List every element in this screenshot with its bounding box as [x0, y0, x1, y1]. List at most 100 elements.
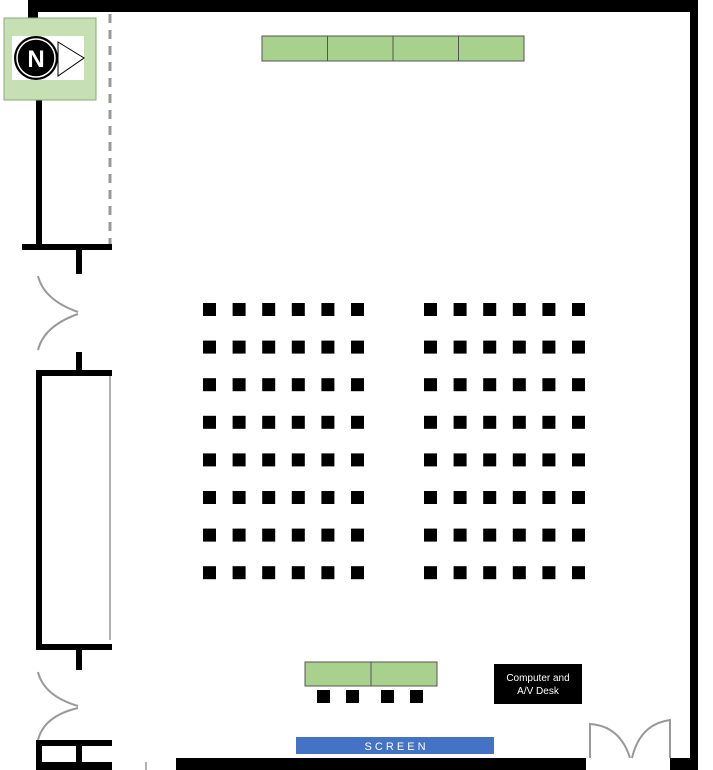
seat	[572, 415, 585, 429]
seat	[512, 566, 526, 580]
door-swing-icon	[589, 722, 631, 759]
seat	[542, 378, 556, 392]
west-wall-ledge-4	[36, 740, 112, 746]
south-wall-post	[350, 758, 356, 770]
seat	[203, 453, 216, 467]
seat	[203, 566, 216, 580]
seat	[572, 528, 585, 542]
seat	[232, 303, 246, 316]
seat	[424, 340, 437, 354]
seat	[232, 453, 246, 467]
seat	[351, 378, 364, 392]
seat	[512, 453, 526, 467]
seat	[321, 528, 335, 542]
seat	[291, 528, 305, 542]
seat	[203, 528, 216, 542]
seat	[203, 415, 216, 429]
door-jamb-3	[76, 650, 82, 670]
room-walls	[22, 0, 698, 770]
top-table-row	[261, 35, 525, 62]
seat	[453, 491, 467, 504]
seat	[512, 303, 526, 316]
seat	[262, 491, 276, 504]
seat	[232, 566, 246, 580]
av-desk: Computer and A/V Desk	[494, 664, 582, 704]
seat	[542, 340, 556, 354]
seat	[512, 378, 526, 392]
seat	[572, 340, 585, 354]
east-wall-upper	[690, 0, 698, 762]
seat	[321, 378, 335, 392]
seat	[453, 566, 467, 580]
seat	[203, 491, 216, 504]
seat	[232, 378, 246, 392]
seat	[351, 453, 364, 467]
seat	[232, 340, 246, 354]
seat	[262, 378, 276, 392]
door-jamb-1	[76, 250, 82, 274]
seat	[291, 491, 305, 504]
seat	[262, 528, 276, 542]
seat	[424, 566, 437, 580]
seat	[424, 491, 437, 504]
seat	[542, 415, 556, 429]
seat	[453, 303, 467, 316]
arrow-triangle-icon	[57, 41, 85, 77]
door-swing-icon	[37, 671, 79, 707]
seat	[262, 453, 276, 467]
seat	[291, 453, 305, 467]
seat	[321, 340, 335, 354]
seat	[483, 378, 497, 392]
right-seat-block	[424, 303, 585, 580]
west-wall-ledge-3	[36, 644, 112, 650]
seat	[453, 528, 467, 542]
west-wall-upper	[36, 100, 42, 250]
table-segment	[370, 661, 438, 687]
table-segment	[458, 35, 525, 62]
door-swing-icon	[631, 718, 671, 759]
south-wall-middle	[176, 758, 586, 770]
seat	[317, 690, 330, 703]
left-seat-block	[203, 303, 364, 580]
west-wall-bottom	[36, 746, 42, 770]
seat	[572, 566, 585, 580]
screen-label: S C R E E N	[364, 741, 425, 753]
front-seat-row	[317, 690, 423, 703]
seat	[203, 303, 216, 316]
seat	[483, 528, 497, 542]
seat	[381, 690, 394, 703]
seat	[262, 340, 276, 354]
seat	[291, 303, 305, 316]
seat	[542, 566, 556, 580]
seat	[512, 340, 526, 354]
av-desk-box	[494, 664, 582, 704]
seat	[572, 453, 585, 467]
seat	[542, 303, 556, 316]
seat	[262, 415, 276, 429]
seat	[291, 566, 305, 580]
seat	[512, 415, 526, 429]
seat	[453, 453, 467, 467]
partition-lines	[108, 14, 147, 770]
seat	[351, 340, 364, 354]
seat	[291, 378, 305, 392]
seat	[424, 303, 437, 316]
west-wall-middle	[36, 370, 42, 650]
seat	[232, 415, 246, 429]
door-swing-icon	[37, 275, 79, 313]
table-segment	[327, 35, 394, 62]
seat	[351, 415, 364, 429]
seat	[321, 415, 335, 429]
seat	[351, 491, 364, 504]
seat	[453, 415, 467, 429]
seat	[351, 528, 364, 542]
west-wall-ledge-1	[22, 244, 112, 250]
seat	[424, 415, 437, 429]
seat	[542, 491, 556, 504]
seat	[483, 491, 497, 504]
seat	[453, 378, 467, 392]
seat	[572, 491, 585, 504]
seat	[321, 491, 335, 504]
west-wall-top	[28, 0, 38, 18]
